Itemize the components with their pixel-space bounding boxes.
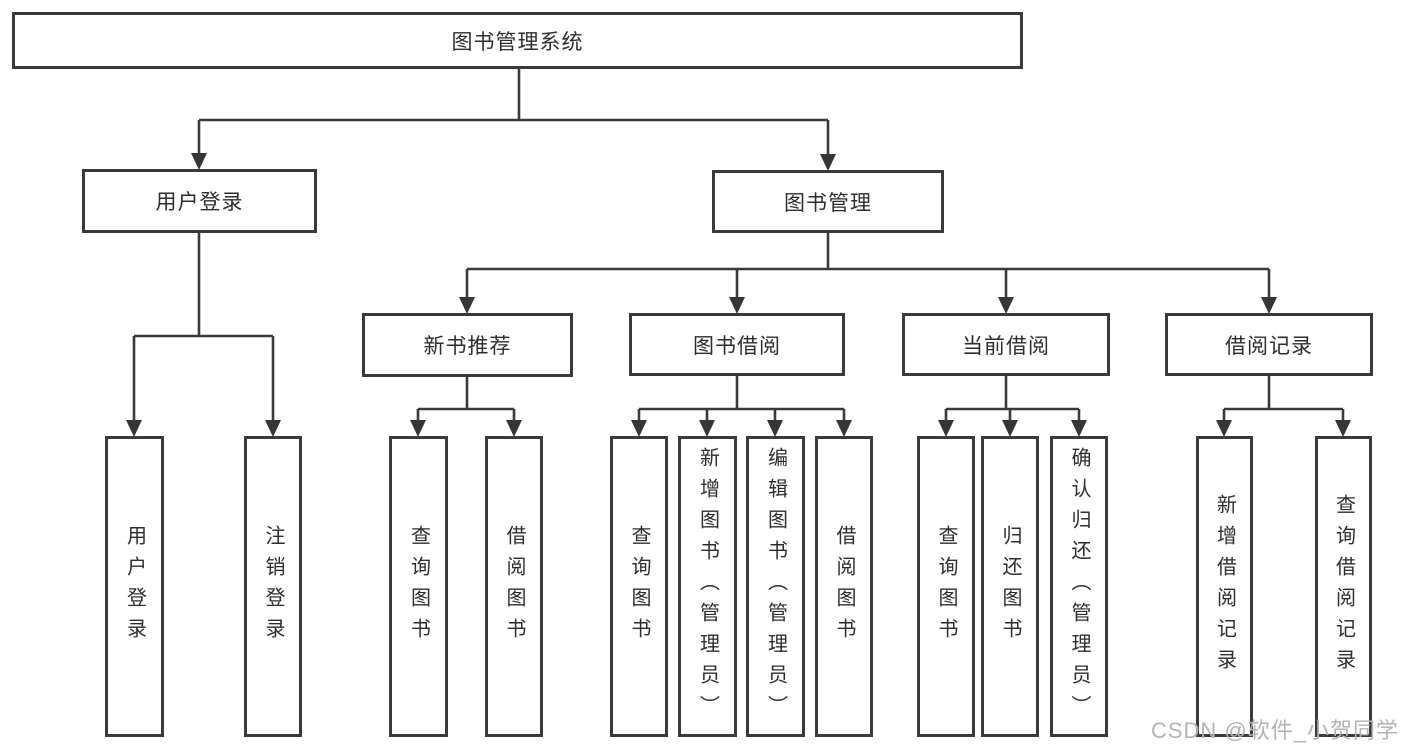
node-label: 查询图书 xyxy=(935,524,957,649)
leaf-confirm-return-admin: 确认归还（管理员） xyxy=(1050,436,1108,737)
node-user-login-module: 用户登录 xyxy=(82,169,317,233)
node-book-borrowing: 图书借阅 xyxy=(629,313,845,376)
node-label: 用户登录 xyxy=(123,524,146,649)
leaf-user-login: 用户登录 xyxy=(105,436,164,737)
node-label: 查询图书 xyxy=(407,524,430,649)
node-label: 借阅记录 xyxy=(1225,334,1313,358)
node-label: 新增借阅记录 xyxy=(1213,493,1236,680)
node-label: 图书借阅 xyxy=(693,334,781,358)
leaf-add-books-admin: 新增图书（管理员） xyxy=(678,436,737,737)
node-book-management: 图书管理 xyxy=(712,170,944,233)
node-label: 查询借阅记录 xyxy=(1332,493,1355,680)
leaf-edit-books-admin: 编辑图书（管理员） xyxy=(746,436,805,737)
leaf-query-books-recommend: 查询图书 xyxy=(389,436,448,737)
node-current-borrowing: 当前借阅 xyxy=(902,313,1110,376)
node-label: 编辑图书（管理员） xyxy=(764,447,787,726)
node-label: 借阅图书 xyxy=(833,524,855,649)
leaf-return-books: 归还图书 xyxy=(981,436,1039,737)
node-label: 注销登录 xyxy=(262,524,284,649)
node-label: 用户登录 xyxy=(155,191,244,214)
leaf-logout: 注销登录 xyxy=(244,436,302,737)
leaf-query-borrow-record: 查询借阅记录 xyxy=(1315,436,1372,737)
leaf-borrow-books-recommend: 借阅图书 xyxy=(485,436,543,737)
node-label: 新增图书（管理员） xyxy=(696,447,719,726)
connector-strokes xyxy=(132,66,1345,424)
node-label: 当前借阅 xyxy=(962,334,1050,358)
node-label: 新书推荐 xyxy=(423,335,512,358)
node-label: 确认归还（管理员） xyxy=(1068,447,1090,726)
leaf-add-borrow-record: 新增借阅记录 xyxy=(1196,436,1253,737)
node-borrowing-records: 借阅记录 xyxy=(1165,313,1373,376)
node-label: 图书管理系统 xyxy=(451,30,584,54)
node-new-book-recommendation: 新书推荐 xyxy=(362,313,573,377)
leaf-query-books-current: 查询图书 xyxy=(917,436,975,737)
node-label: 借阅图书 xyxy=(503,524,525,649)
leaf-query-books-borrowing: 查询图书 xyxy=(610,436,668,737)
node-library-system: 图书管理系统 xyxy=(12,12,1023,69)
leaf-borrow-books: 借阅图书 xyxy=(815,436,873,737)
csdn-watermark: CSDN @软件_小贺同学 xyxy=(1150,718,1399,743)
node-label: 图书管理 xyxy=(784,191,872,215)
node-label: 查询图书 xyxy=(628,524,650,649)
node-label: 归还图书 xyxy=(999,524,1021,649)
